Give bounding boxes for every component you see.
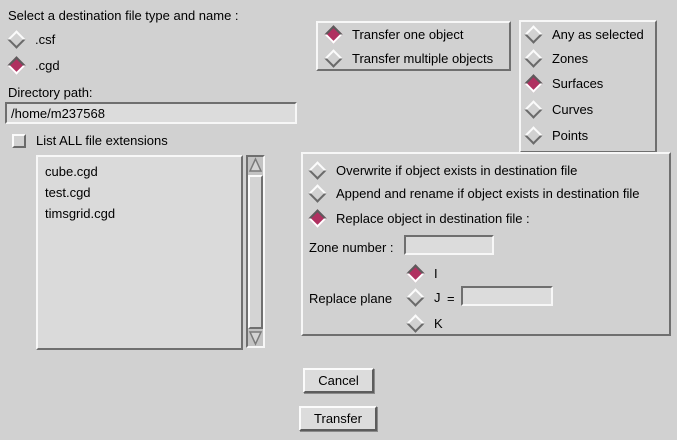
radio-filetype-cgd[interactable]: .cgd [7,56,60,75]
radio-replace-object[interactable]: Replace object in destination file : [308,209,530,228]
radio-label: Append and rename if object exists in de… [336,186,640,201]
radio-label: Curves [552,102,594,117]
radio-label: Any as selected [552,27,644,42]
plane-j-input[interactable] [461,286,553,306]
radio-label: Points [552,128,589,143]
object-type-panel: Any as selected Zones Surfaces Curves Po… [519,20,657,153]
equals-label: = [447,291,455,306]
zone-number-label: Zone number : [309,240,394,255]
radio-icon [406,288,425,307]
file-list-scrollbar[interactable] [246,155,265,348]
transfer-mode-panel: Transfer one object Transfer multiple ob… [316,21,511,71]
list-all-extensions-checkbox[interactable]: List ALL file extensions [12,133,168,148]
radio-icon [524,49,543,68]
directory-path-label: Directory path: [8,85,93,100]
radio-icon [406,314,425,333]
radio-icon [524,25,543,44]
radio-plane-j[interactable]: J [406,288,441,307]
radio-any-as-selected[interactable]: Any as selected [524,25,644,44]
radio-icon [308,184,327,203]
radio-transfer-multiple-objects[interactable]: Transfer multiple objects [324,49,494,68]
scrollbar-thumb[interactable] [248,175,263,329]
radio-icon [324,49,343,68]
directory-path-input[interactable] [5,102,297,124]
list-item[interactable]: timsgrid.cgd [45,206,116,221]
transfer-button[interactable]: Transfer [299,406,377,431]
checkbox-icon [12,133,26,148]
radio-filetype-csf[interactable]: .csf [7,30,56,49]
checkbox-label: List ALL file extensions [36,133,168,148]
radio-plane-k[interactable]: K [406,314,443,333]
radio-transfer-one-object[interactable]: Transfer one object [324,25,464,44]
radio-icon [7,56,26,75]
file-type-section-label: Select a destination file type and name … [8,8,239,23]
radio-icon [524,74,543,93]
replace-plane-label: Replace plane [309,291,393,306]
radio-plane-i[interactable]: I [406,264,438,283]
radio-append-rename[interactable]: Append and rename if object exists in de… [308,184,640,203]
radio-zones[interactable]: Zones [524,49,589,68]
list-item[interactable]: test.cgd [45,185,91,200]
radio-label: Transfer multiple objects [352,51,494,66]
radio-label: .csf [35,32,56,47]
radio-icon [7,30,26,49]
radio-label: Overwrite if object exists in destinatio… [336,163,578,178]
radio-label: Replace object in destination file : [336,211,530,226]
radio-label: Surfaces [552,76,604,91]
radio-icon [406,264,425,283]
file-list[interactable]: cube.cgd test.cgd timsgrid.cgd [36,155,243,350]
zone-number-input[interactable] [404,235,494,255]
radio-label: Transfer one object [352,27,464,42]
radio-icon [524,126,543,145]
radio-icon [524,100,543,119]
radio-icon [308,161,327,180]
radio-label: I [434,266,438,281]
radio-curves[interactable]: Curves [524,100,594,119]
conflict-options-panel: Overwrite if object exists in destinatio… [301,152,671,336]
radio-icon [308,209,327,228]
radio-label: J [434,290,441,305]
radio-label: .cgd [35,58,60,73]
list-item[interactable]: cube.cgd [45,164,98,179]
radio-label: Zones [552,51,589,66]
radio-overwrite[interactable]: Overwrite if object exists in destinatio… [308,161,578,180]
radio-label: K [434,316,443,331]
scrollbar-down-arrow-icon[interactable] [248,330,263,346]
cancel-button[interactable]: Cancel [303,368,374,393]
scrollbar-up-arrow-icon[interactable] [248,157,263,173]
radio-icon [324,25,343,44]
radio-surfaces[interactable]: Surfaces [524,74,604,93]
radio-points[interactable]: Points [524,126,589,145]
